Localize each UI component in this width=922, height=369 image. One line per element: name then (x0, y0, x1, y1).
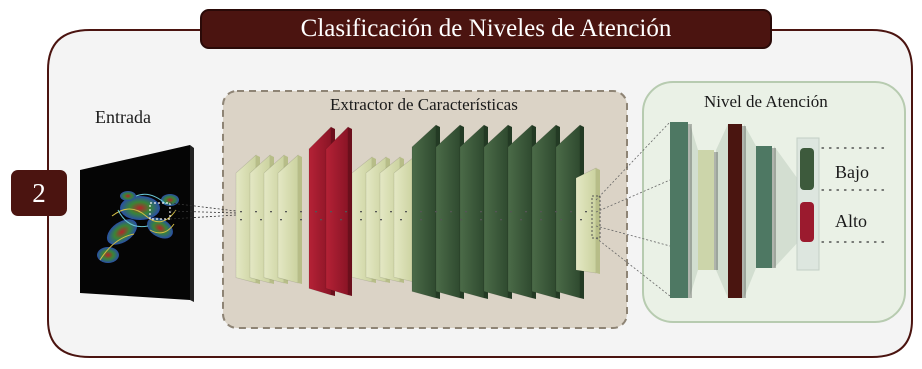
extractor-label: Extractor de Características (330, 95, 518, 114)
extractor-red-layer (325, 126, 352, 296)
input-connector (169, 202, 237, 220)
class-separators (821, 147, 887, 243)
attention-layer-2 (698, 150, 718, 270)
attention-label: Nivel de Atención (704, 92, 828, 111)
attention-layer-1 (670, 122, 692, 298)
extractor-layers (235, 124, 600, 299)
input-image (80, 145, 194, 302)
attention-connectors (690, 124, 800, 298)
extractor-output-patch (591, 195, 601, 239)
class-label-bajo: Bajo (835, 162, 869, 182)
attention-layers (670, 122, 820, 298)
step-badge: 2 (11, 170, 67, 216)
step-number: 2 (32, 177, 46, 208)
output-alto-node (800, 202, 814, 242)
extractor-output-layer (575, 167, 600, 274)
input-label: Entrada (95, 107, 151, 127)
output-bajo-node (800, 148, 814, 190)
diagram-title: Clasificación de Niveles de Atención (300, 15, 672, 42)
class-label-alto: Alto (835, 211, 868, 231)
attention-layer-3 (728, 124, 746, 298)
extractor-dots (240, 211, 587, 221)
title-bar: Clasificación de Niveles de Atención (200, 9, 772, 49)
attention-layer-4 (756, 146, 776, 268)
extractor-connector (595, 121, 671, 297)
attention-output (796, 137, 820, 271)
